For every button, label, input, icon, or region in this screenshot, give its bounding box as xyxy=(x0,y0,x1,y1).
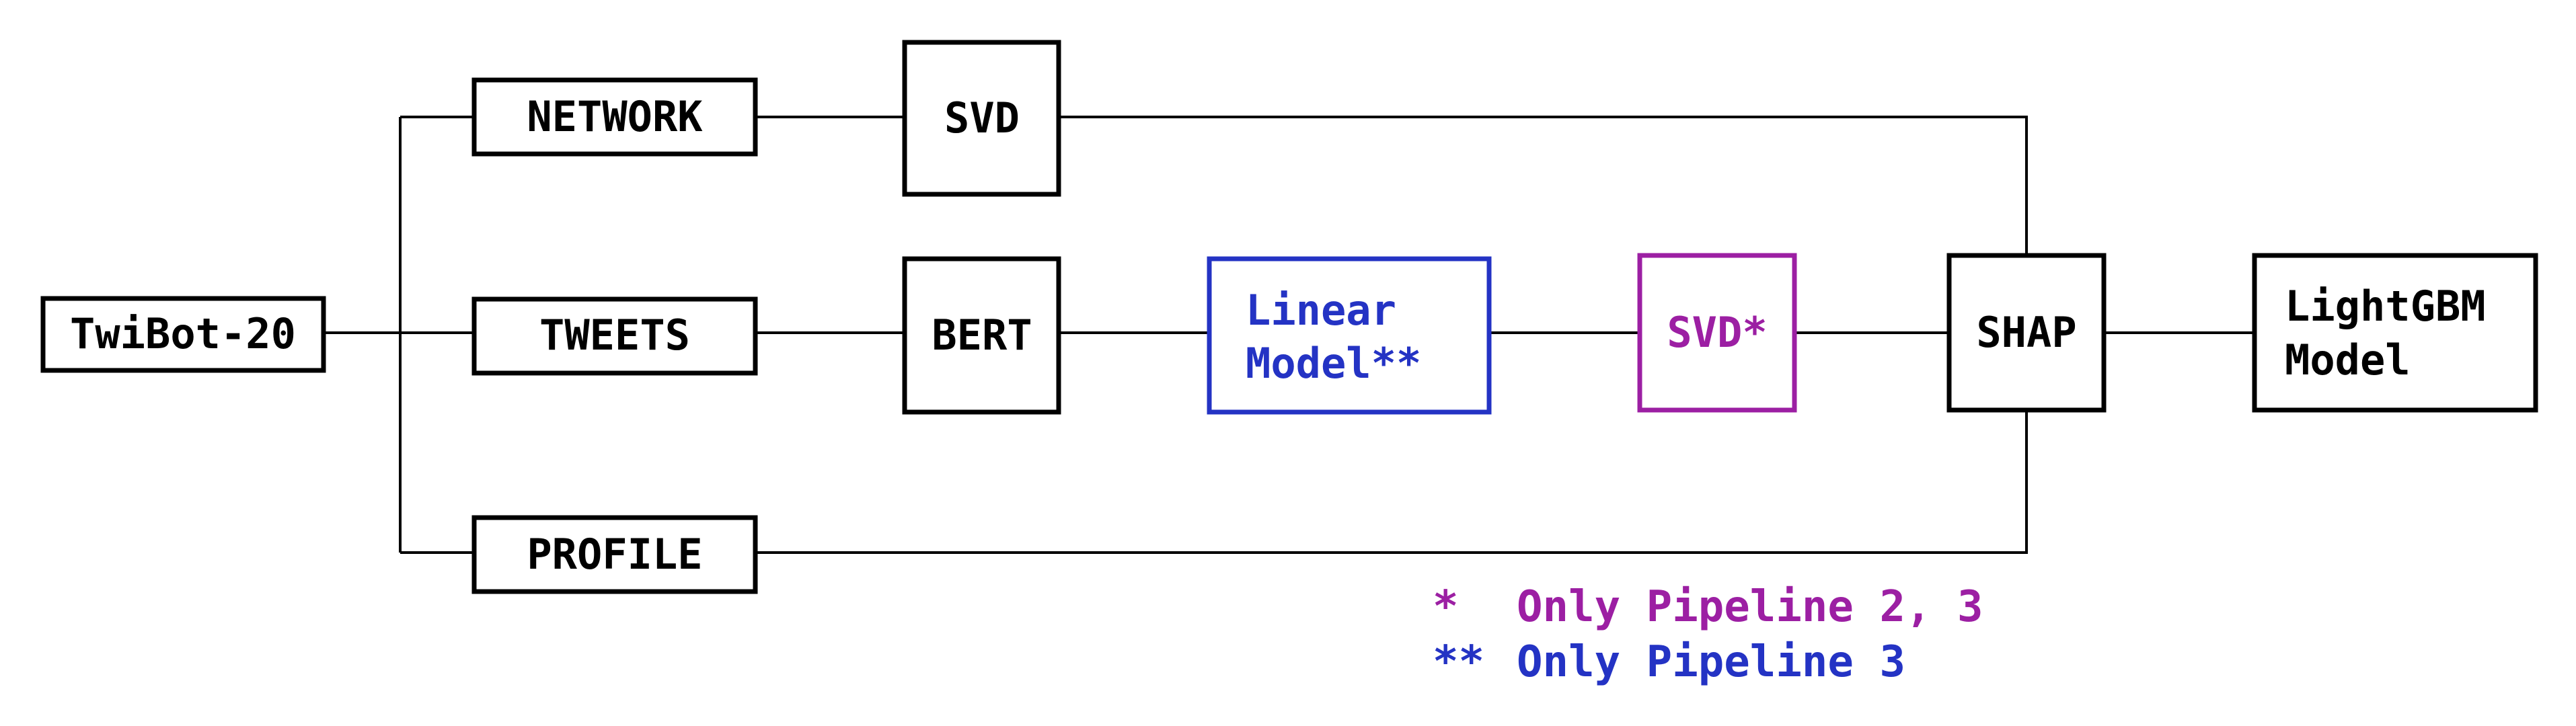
lightgbm-label-line1: LightGBM xyxy=(2285,282,2486,331)
connectors xyxy=(324,116,2255,554)
legend-text-pipeline-3: Only Pipeline 3 xyxy=(1517,637,1905,687)
connector-profile-shap xyxy=(755,411,2028,554)
svd-star-node: SVD* xyxy=(1637,253,1797,413)
linear-model-label-line1: Linear xyxy=(1246,286,1396,335)
svd-node: SVD xyxy=(902,40,1061,197)
legend-marker-double-star: ** xyxy=(1433,637,1484,687)
svd-label: SVD xyxy=(944,93,1020,143)
lightgbm-label-line2: Model xyxy=(2285,335,2411,385)
shap-label: SHAP xyxy=(1976,308,2076,357)
linear-model-label-line2: Model** xyxy=(1246,339,1421,388)
tweets-node: TWEETS xyxy=(471,296,758,376)
profile-label: PROFILE xyxy=(527,530,702,579)
twibot-label: TwiBot-20 xyxy=(70,309,296,358)
shap-node: SHAP xyxy=(1946,253,2107,413)
legend: * Only Pipeline 2, 3 ** Only Pipeline 3 xyxy=(1433,582,1983,687)
profile-node: PROFILE xyxy=(471,515,758,594)
linear-model-node: Linear Model** xyxy=(1207,256,1492,415)
bert-label: BERT xyxy=(932,311,1032,360)
connector-svd-shap xyxy=(1059,116,2028,254)
legend-marker-single-star: * xyxy=(1433,582,1459,632)
legend-text-pipeline-2-3: Only Pipeline 2, 3 xyxy=(1517,582,1983,632)
bert-node: BERT xyxy=(902,256,1061,415)
network-label: NETWORK xyxy=(527,92,703,141)
twibot-node: TwiBot-20 xyxy=(40,296,326,373)
network-node: NETWORK xyxy=(471,77,758,157)
svd-star-label: SVD* xyxy=(1667,308,1767,357)
lightgbm-node: LightGBM Model xyxy=(2252,253,2538,413)
tweets-label: TWEETS xyxy=(539,311,690,360)
